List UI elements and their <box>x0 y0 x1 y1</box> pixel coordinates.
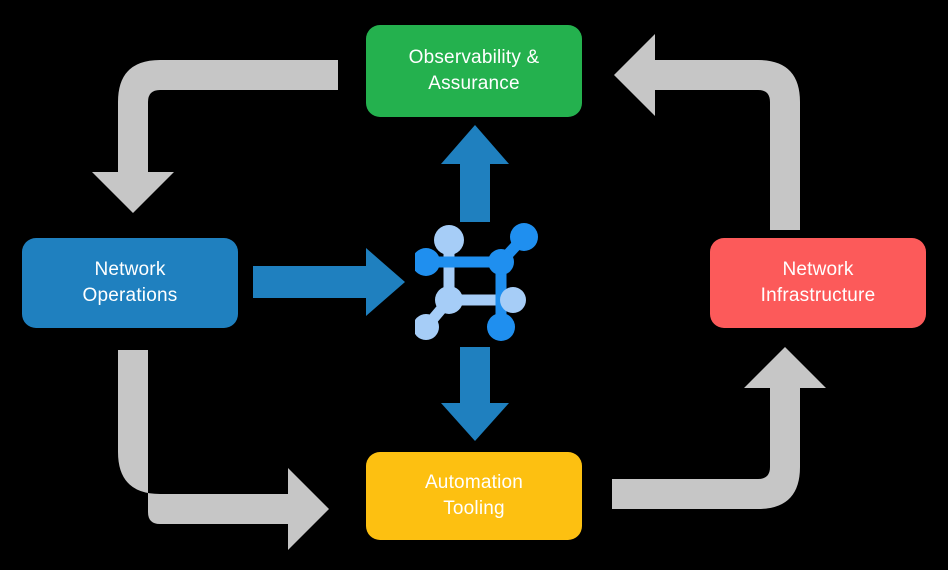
node-label-automation-tooling: Automation Tooling <box>424 472 524 519</box>
connector-automation-to-infrastructure <box>612 347 826 509</box>
node-label-network-operations: Network Operations <box>82 259 178 306</box>
node-box-automation-tooling[interactable]: Automation Tooling <box>366 452 582 540</box>
connector-operations-to-automation <box>118 350 329 550</box>
connector-operations-to-center <box>253 248 405 316</box>
node-box-observability[interactable]: Observability & Assurance <box>366 25 582 117</box>
node-box-network-operations[interactable]: Network Operations <box>22 238 238 328</box>
node-box-network-infrastructure[interactable]: Network Infrastructure <box>710 238 926 328</box>
connector-infrastructure-to-observability <box>614 34 800 230</box>
node-label-observability: Observability & Assurance <box>408 47 540 94</box>
connector-center-to-observability <box>441 125 509 222</box>
node-label-network-infrastructure: Network Infrastructure <box>760 259 876 306</box>
network-topology-icon <box>415 223 538 341</box>
connector-observability-to-operations <box>92 60 338 213</box>
connector-center-to-automation <box>441 347 509 441</box>
